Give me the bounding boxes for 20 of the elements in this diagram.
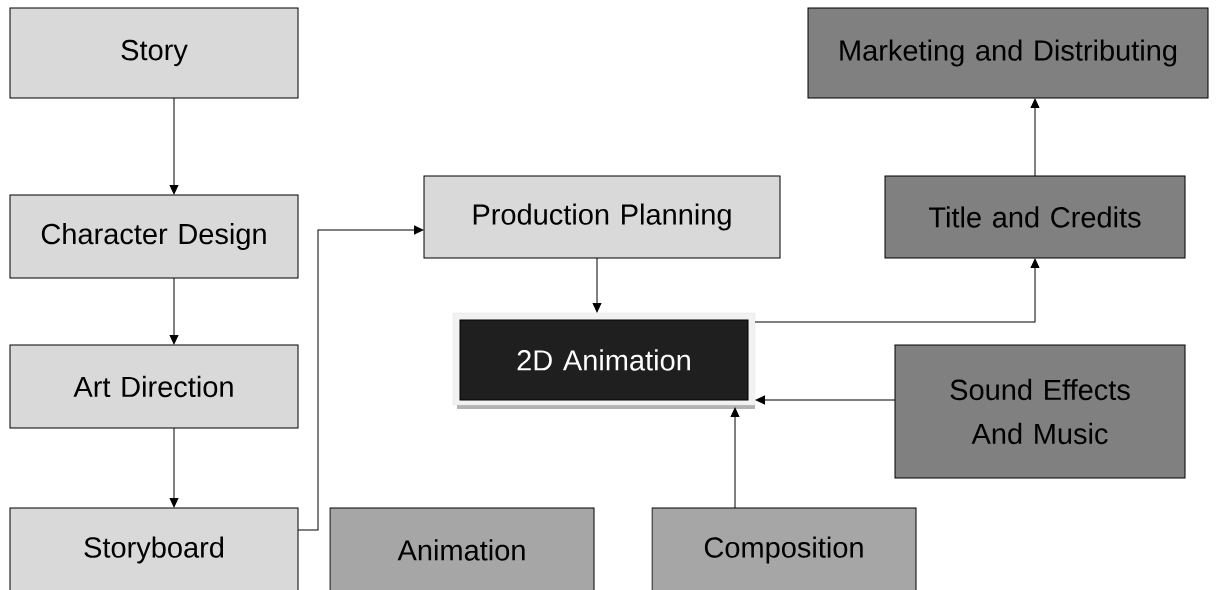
process-box: Art Direction — [9, 344, 299, 429]
process-box: Sound Effects And Music — [894, 344, 1186, 479]
process-box: Production Planning — [423, 175, 781, 259]
process-box: Storyboard — [9, 507, 299, 590]
arrow — [730, 407, 740, 509]
process-box: Character Design — [9, 194, 299, 279]
process-box: Animation — [329, 507, 595, 590]
process-box: Title and Credits — [884, 175, 1186, 259]
process-box: Composition — [651, 507, 917, 590]
main-process-box: 2D Animation — [452, 312, 756, 409]
arrow — [169, 427, 179, 508]
arrow — [297, 225, 424, 531]
arrow — [755, 395, 896, 405]
arrow — [592, 257, 602, 313]
arrow — [169, 277, 179, 345]
process-box: Marketing and Distributing — [807, 7, 1209, 99]
arrow — [754, 258, 1040, 323]
arrow — [169, 97, 179, 195]
arrow — [1030, 98, 1040, 177]
process-box: Story — [9, 7, 299, 99]
